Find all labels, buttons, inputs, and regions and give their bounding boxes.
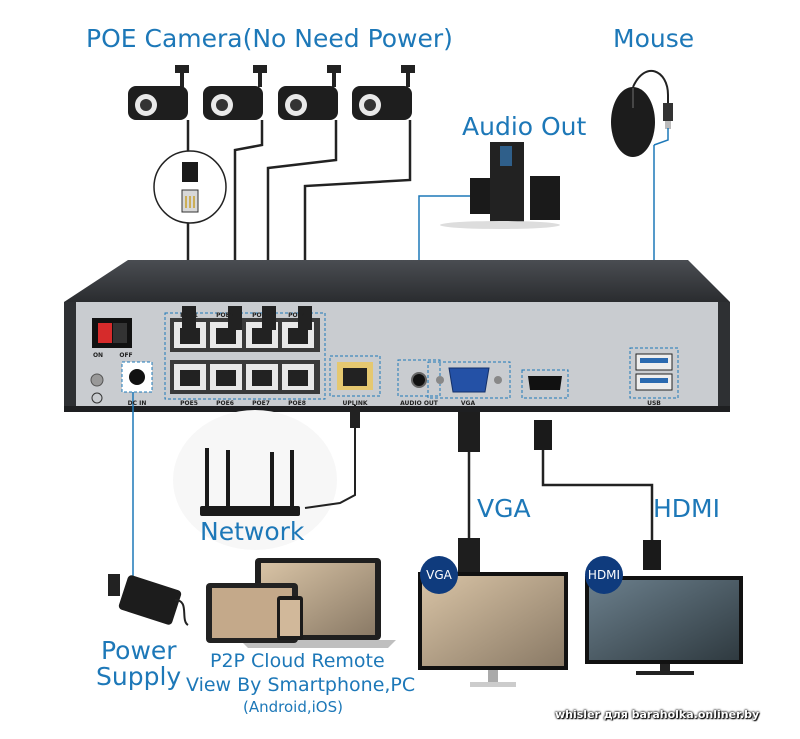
vga-badge: VGA [420, 556, 458, 594]
audio-out-label: Audio Out [462, 112, 587, 141]
hdmi-monitor-icon [585, 576, 743, 675]
poe-port-label: POE1 [180, 312, 198, 319]
mouse-label: Mouse [613, 24, 695, 53]
vga-monitor-icon [418, 572, 568, 687]
mouse-icon [611, 69, 673, 157]
speaker-icon [440, 142, 560, 229]
p2p-label-line2: View By Smartphone,PC [186, 674, 416, 696]
network-label: Network [200, 517, 305, 546]
audio-out-port-label: AUDIO OUT [400, 400, 438, 407]
smartphone-icon [277, 596, 303, 640]
poe-port-label: POE7 [252, 400, 270, 407]
poe-port-label: POE5 [180, 400, 198, 407]
vga-port-label: VGA [460, 400, 476, 407]
p2p-label-line1: P2P Cloud Remote [210, 650, 385, 672]
poe-camera-icon [352, 65, 415, 120]
poe-camera-icon [278, 65, 341, 120]
poe-camera-icon [203, 65, 267, 120]
dc-in-label: DC IN [127, 400, 147, 407]
poe-port-label: POE8 [288, 400, 306, 407]
usb-port-label: USB [647, 400, 661, 407]
nvr-recorder [64, 260, 730, 412]
poe-port-label: POE2 [216, 312, 234, 319]
hdmi-badge: HDMI [585, 556, 623, 594]
power-adapter-icon [108, 574, 189, 626]
poe-port-label: POE3 [252, 312, 270, 319]
power-supply-label-line2: Supply [96, 662, 182, 691]
poe-port-label: POE4 [288, 312, 306, 319]
hdmi-label: HDMI [653, 494, 720, 523]
poe-port-label: POE6 [216, 400, 234, 407]
power-supply-label-line1: Power [101, 636, 177, 665]
vga-cable [458, 412, 480, 574]
network-cable [304, 405, 356, 509]
hdmi-cable [534, 420, 661, 570]
vga-label: VGA [477, 494, 531, 523]
p2p-label-line3: (Android,iOS) [243, 698, 343, 716]
router-icon [173, 410, 337, 550]
rj45-connector-zoom-icon [153, 150, 227, 224]
poe-camera-icon [128, 65, 189, 120]
switch-off-label: OFF [119, 352, 133, 359]
watermark-text: whisler для baraholka.onliner.by [555, 708, 760, 721]
poe-camera-title: POE Camera(No Need Power) [86, 24, 453, 53]
uplink-label: UPLINK [342, 400, 368, 407]
switch-on-label: ON [92, 352, 104, 359]
